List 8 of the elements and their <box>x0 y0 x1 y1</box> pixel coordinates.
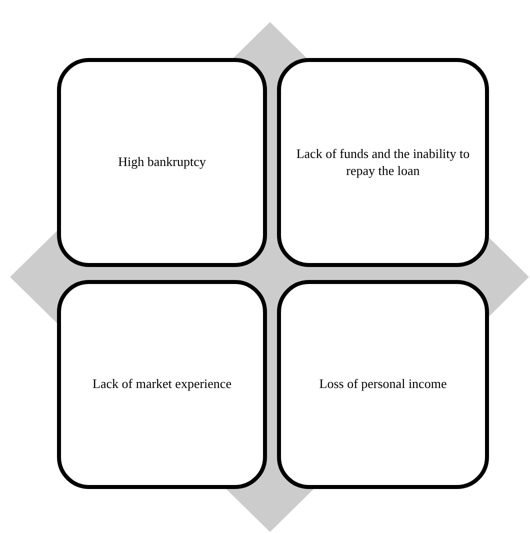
box-text: Lack of market experience <box>92 376 232 393</box>
box-text: High bankruptcy <box>118 154 206 171</box>
rounded-box <box>57 58 267 267</box>
rounded-box <box>277 58 489 267</box>
box-text: Lack of funds and the inability to repay the loan <box>295 146 471 179</box>
box-text: Loss of personal income <box>319 376 447 393</box>
rounded-box <box>57 280 267 489</box>
rounded-box <box>277 280 489 489</box>
